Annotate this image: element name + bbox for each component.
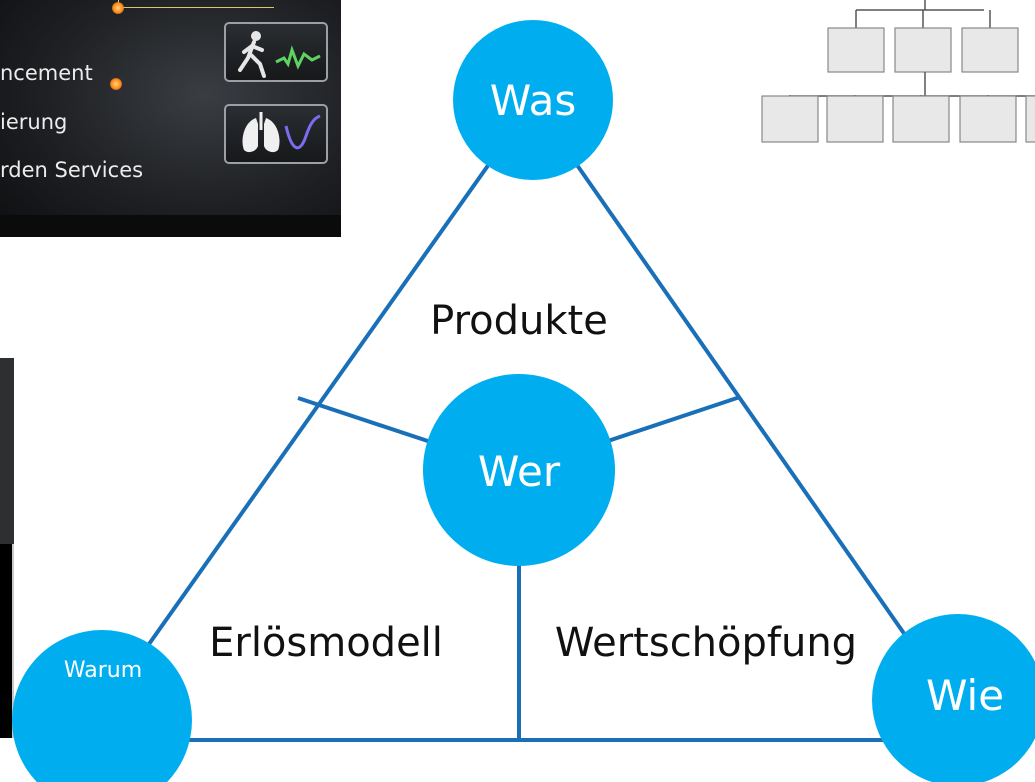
region-wertschoepfung-label: Wertschöpfung — [555, 620, 857, 666]
node-was-label: Was — [490, 76, 576, 125]
glow-dot — [110, 78, 122, 90]
org-chart-box — [826, 95, 884, 143]
node-wer-label: Wer — [478, 447, 561, 496]
node-wer-circle — [423, 374, 615, 566]
region-produkte-label: Produkte — [430, 298, 608, 344]
region-erloesmodell-label: Erlösmodell — [209, 620, 443, 666]
node-warum-circle — [12, 630, 192, 782]
runner-icon-panel — [224, 22, 328, 82]
photo-text-line-2: ierung — [0, 110, 68, 134]
cropped-dark-panel — [0, 358, 14, 738]
node-warum-label: Warum — [64, 658, 142, 683]
node-wie-label: Wie — [926, 671, 1004, 720]
photo-bottom-strip — [0, 215, 341, 237]
triangle-edge-right — [531, 100, 942, 687]
divider-right — [589, 395, 741, 449]
lungs-icon-panel — [224, 104, 328, 164]
org-chart-box — [894, 27, 952, 73]
org-chart-box — [961, 27, 1019, 73]
glow-dot — [112, 2, 124, 14]
cropped-panel-header — [0, 358, 14, 544]
triangle-edge-left — [118, 100, 535, 687]
org-chart-box — [1025, 95, 1035, 143]
org-chart-box — [892, 95, 950, 143]
node-was-circle — [453, 20, 613, 180]
photo-text-line-1: ncement — [0, 61, 93, 85]
org-chart-graphic — [761, 0, 1035, 143]
org-chart-box — [761, 95, 819, 143]
photo-text-line-3: rden Services — [0, 158, 144, 182]
org-chart-box — [827, 27, 885, 73]
cropped-panel-border — [12, 544, 14, 738]
triangle-lines — [118, 100, 942, 742]
node-wie-circle — [872, 614, 1035, 782]
org-chart-box — [959, 95, 1017, 143]
sports-tech-photo: ncement ierung rden Services — [0, 0, 341, 237]
